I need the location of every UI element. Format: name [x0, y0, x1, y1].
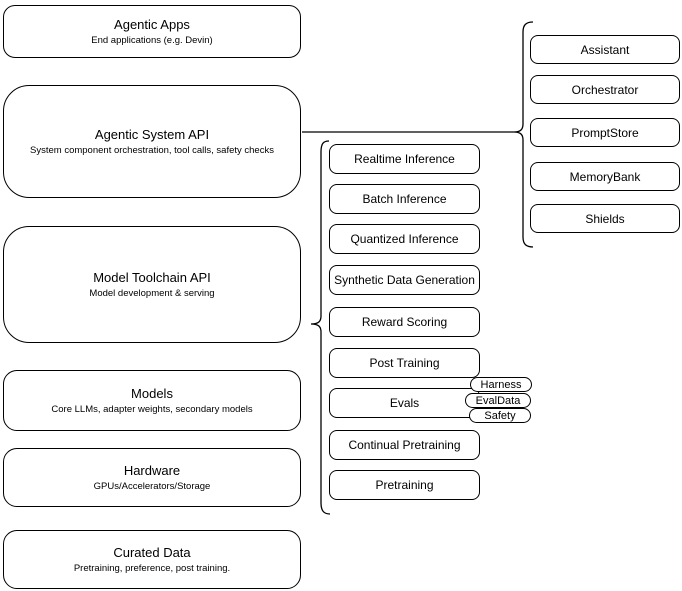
component-label: Synthetic Data Generation — [334, 273, 475, 287]
component-label: Reward Scoring — [361, 315, 448, 329]
component-pretraining: Pretraining — [329, 470, 480, 500]
tag-label: EvalData — [475, 394, 521, 407]
component-synthetic-data-generation: Synthetic Data Generation — [329, 265, 480, 295]
module-label: Orchestrator — [571, 82, 639, 97]
box-title: Model Toolchain API — [93, 269, 211, 285]
module-label: MemoryBank — [569, 169, 641, 184]
component-continual-pretraining: Continual Pretraining — [329, 430, 480, 460]
component-realtime-inference: Realtime Inference — [329, 144, 480, 174]
module-label: Assistant — [580, 42, 630, 57]
module-promptstore: PromptStore — [530, 118, 680, 147]
tag-label: Safety — [484, 409, 516, 422]
box-subtitle: Pretraining, preference, post training. — [73, 562, 231, 574]
component-label: Post Training — [369, 356, 440, 370]
tag-label: Harness — [480, 378, 522, 391]
box-subtitle: Model development & serving — [89, 287, 215, 299]
component-label: Continual Pretraining — [348, 438, 461, 452]
box-title: Agentic System API — [94, 126, 210, 142]
box-subtitle: Core LLMs, adapter weights, secondary mo… — [51, 403, 253, 415]
component-evals: Evals — [329, 388, 480, 418]
component-reward-scoring: Reward Scoring — [329, 307, 480, 337]
box-subtitle: End applications (e.g. Devin) — [91, 34, 213, 46]
component-batch-inference: Batch Inference — [329, 184, 480, 214]
module-memorybank: MemoryBank — [530, 162, 680, 191]
box-hardware: Hardware GPUs/Accelerators/Storage — [3, 448, 301, 507]
box-title: Models — [131, 385, 173, 401]
tag-evaldata: EvalData — [465, 393, 531, 408]
module-shields: Shields — [530, 204, 680, 233]
module-assistant: Assistant — [530, 35, 680, 64]
module-label: PromptStore — [571, 125, 639, 140]
component-post-training: Post Training — [329, 348, 480, 378]
component-quantized-inference: Quantized Inference — [329, 224, 480, 254]
box-model-toolchain-api: Model Toolchain API Model development & … — [3, 226, 301, 343]
tag-safety: Safety — [469, 408, 531, 423]
module-orchestrator: Orchestrator — [530, 75, 680, 104]
brace-middle-column — [310, 140, 331, 515]
component-label: Pretraining — [375, 478, 434, 492]
box-agentic-apps: Agentic Apps End applications (e.g. Devi… — [3, 5, 301, 58]
component-label: Batch Inference — [362, 192, 447, 206]
component-label: Quantized Inference — [350, 232, 459, 246]
component-label: Evals — [389, 396, 420, 410]
box-agentic-system-api: Agentic System API System component orch… — [3, 85, 301, 198]
box-subtitle: System component orchestration, tool cal… — [30, 144, 274, 156]
box-models: Models Core LLMs, adapter weights, secon… — [3, 370, 301, 431]
tag-harness: Harness — [470, 377, 532, 392]
module-label: Shields — [585, 211, 625, 226]
component-label: Realtime Inference — [354, 152, 455, 166]
box-title: Curated Data — [113, 544, 191, 560]
box-subtitle: GPUs/Accelerators/Storage — [93, 480, 211, 492]
box-title: Agentic Apps — [114, 16, 190, 32]
box-curated-data: Curated Data Pretraining, preference, po… — [3, 530, 301, 589]
box-title: Hardware — [123, 462, 181, 478]
